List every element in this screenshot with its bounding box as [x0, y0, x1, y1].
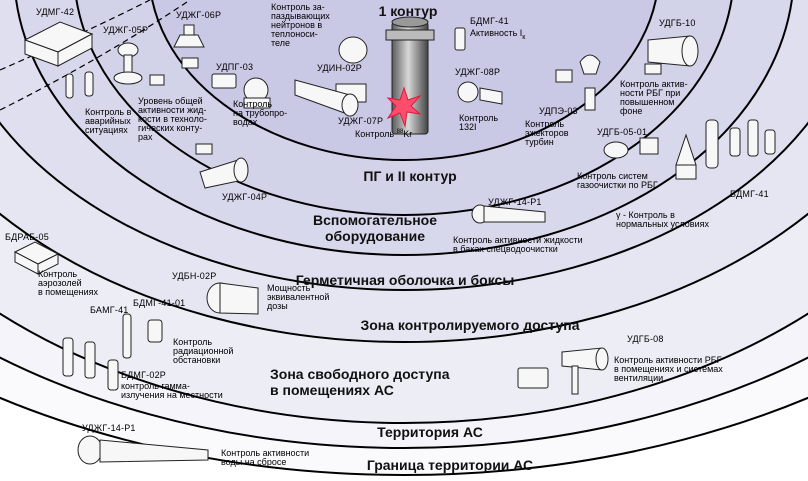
device-code-udbn02r: УДБН-02Р	[172, 271, 217, 281]
zone-primary-circuit-title: 1 контур	[378, 3, 438, 19]
note-neutrons: Контроль за- паздывающих нейтронов в теп…	[271, 2, 330, 48]
zone-auxiliary-title: Вспомогательное оборудование	[313, 212, 437, 244]
note-rbg-bg: Контроль актив- ности РБГ при повышенном…	[620, 79, 688, 116]
device-code-udzhg08r: УДЖГ-08Р	[455, 67, 501, 77]
device-code-udzhg07r: УДЖГ-07Р	[338, 116, 384, 126]
note-rbg-vent: Контроль активности РБГ в помещениях и с…	[614, 355, 723, 383]
zone-controlled-access-title: Зона контролируемого доступа	[360, 317, 580, 333]
zone-secondary-circuit-title: ПГ и II контур	[363, 168, 457, 184]
zone-territory-title: Территория АС	[377, 424, 483, 440]
device-code-bdmg02r: БДМГ-02Р	[121, 370, 166, 380]
note-dose: Мощность эквивалентной дозы	[267, 283, 330, 311]
device-code-udgb10: УДГБ-10	[659, 18, 696, 28]
note-accident: Контроль в аварийных ситуациях	[85, 107, 132, 135]
device-code-bdrab05: БДРАБ-05	[5, 232, 49, 242]
radiation-burst-icon	[386, 86, 422, 128]
note-gas-clean: Контроль систем газоочистки по РБГ	[577, 171, 658, 190]
device-code-udzhg04r: УДЖГ-04Р	[222, 192, 268, 202]
note-gamma-normal: γ - Контроль в нормальных условиях	[616, 210, 709, 229]
note-gamma-local: контроль гамма- излучения на местности	[121, 381, 223, 400]
note-tanks: Контроль активности жидкости в баках спе…	[453, 235, 583, 254]
reactor-vessel-icon	[385, 16, 435, 135]
device-code-udzhg05r: УДЖГ-05Р	[103, 25, 149, 35]
note-aerosol: Контроль аэрозолей в помещениях	[38, 269, 99, 297]
zone-containment-title: Герметичная оболочка и боксы	[295, 272, 515, 288]
device-code-udzhg14r1-mid: УДЖГ-14-Р1	[488, 197, 542, 207]
note-radiation: Контроль радиационной обстановки	[173, 337, 234, 365]
device-code-bdmg4101: БДМГ-41-01	[133, 298, 186, 308]
note-activity-ik: Активность Iк	[470, 28, 526, 41]
note-i132: Контроль 132I	[459, 113, 499, 132]
device-code-udpg03: УДПГ-03	[216, 62, 254, 72]
note-pipes: Контроль на трубопро- водах	[233, 99, 288, 127]
zone-free-access-title: Зона свободного доступа в помещениях АС	[270, 366, 450, 398]
note-kr88: Контроль 88Kr	[355, 129, 413, 139]
device-code-bdmg41-right: БДМГ-41	[730, 189, 769, 199]
device-code-bamg41: БАМГ-41	[90, 305, 129, 315]
device-code-udpe03: УДПЭ-03	[539, 106, 578, 116]
device-code-udzhg14r1-bottom: УДЖГ-14-Р1	[82, 423, 136, 433]
note-liquid: Уровень общей активности жид- кости в те…	[138, 96, 207, 142]
device-code-udgb08: УДГБ-08	[627, 334, 664, 344]
detector-box-icon	[23, 21, 94, 67]
device-code-bdmg41-top: БДМГ-41	[470, 16, 509, 26]
note-ejectors: Контроль эжекторов турбин	[525, 119, 569, 147]
device-code-udmg42: УДМГ-42	[36, 7, 75, 17]
device-code-udgb0501: УДГБ-05-01	[597, 127, 648, 137]
device-code-udzhg06r: УДЖГ-06Р	[176, 10, 222, 20]
note-water: Контроль активности воды на сбросе	[221, 448, 310, 467]
zone-border-title: Граница территории АС	[366, 457, 534, 473]
device-code-udin02r: УДИН-02Р	[317, 63, 362, 73]
